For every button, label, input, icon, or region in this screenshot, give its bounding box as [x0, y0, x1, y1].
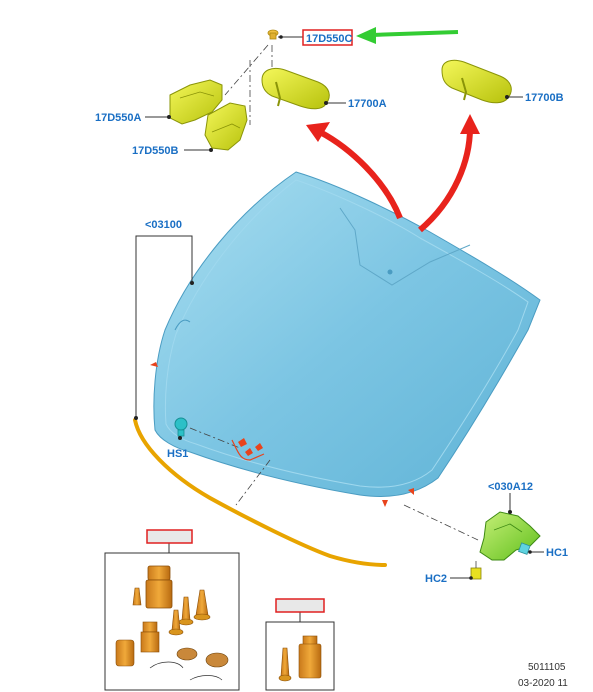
installation-kit-right[interactable] — [265, 598, 335, 691]
kit-left-label-box — [146, 529, 193, 544]
label-hc1[interactable]: HC1 — [546, 547, 568, 559]
red-arrows — [306, 114, 480, 233]
label-17700b[interactable]: 17700B — [525, 92, 564, 104]
date-code: 03-2020 11 — [518, 678, 568, 689]
part-hc2-clip[interactable] — [450, 560, 482, 580]
glass-clips — [150, 362, 414, 507]
kit-right-label-box — [275, 598, 325, 613]
label-17d550b[interactable]: 17D550B — [132, 145, 179, 157]
part-17d550a[interactable] — [145, 79, 223, 125]
part-hc1-clip[interactable] — [518, 542, 544, 555]
label-17d550a[interactable]: 17D550A — [95, 112, 142, 124]
rain-sensor-harness[interactable] — [231, 438, 265, 461]
green-arrow — [356, 27, 459, 44]
leader-03100 — [134, 235, 194, 420]
label-17d550c[interactable]: 17D550C — [306, 33, 353, 45]
windshield-seal-strip[interactable] — [133, 418, 387, 567]
label-hs1[interactable]: HS1 — [167, 448, 188, 460]
label-hc2[interactable]: HC2 — [425, 573, 447, 585]
hs1-fastener[interactable] — [174, 417, 241, 449]
windshield-glass[interactable] — [153, 171, 541, 497]
label-030a12[interactable]: <030A12 — [488, 481, 533, 493]
label-17700a[interactable]: 17700A — [348, 98, 387, 110]
reference-number: 5011105 — [528, 662, 566, 673]
part-17700b-mirror[interactable] — [441, 59, 523, 104]
installation-kit-left[interactable] — [104, 529, 240, 691]
part-17d550b[interactable] — [184, 102, 248, 152]
part-17d550c[interactable] — [267, 29, 303, 40]
part-17700a-mirror[interactable] — [261, 67, 346, 110]
label-03100[interactable]: <03100 — [145, 219, 182, 231]
highlight-box-17d550c — [302, 29, 353, 46]
